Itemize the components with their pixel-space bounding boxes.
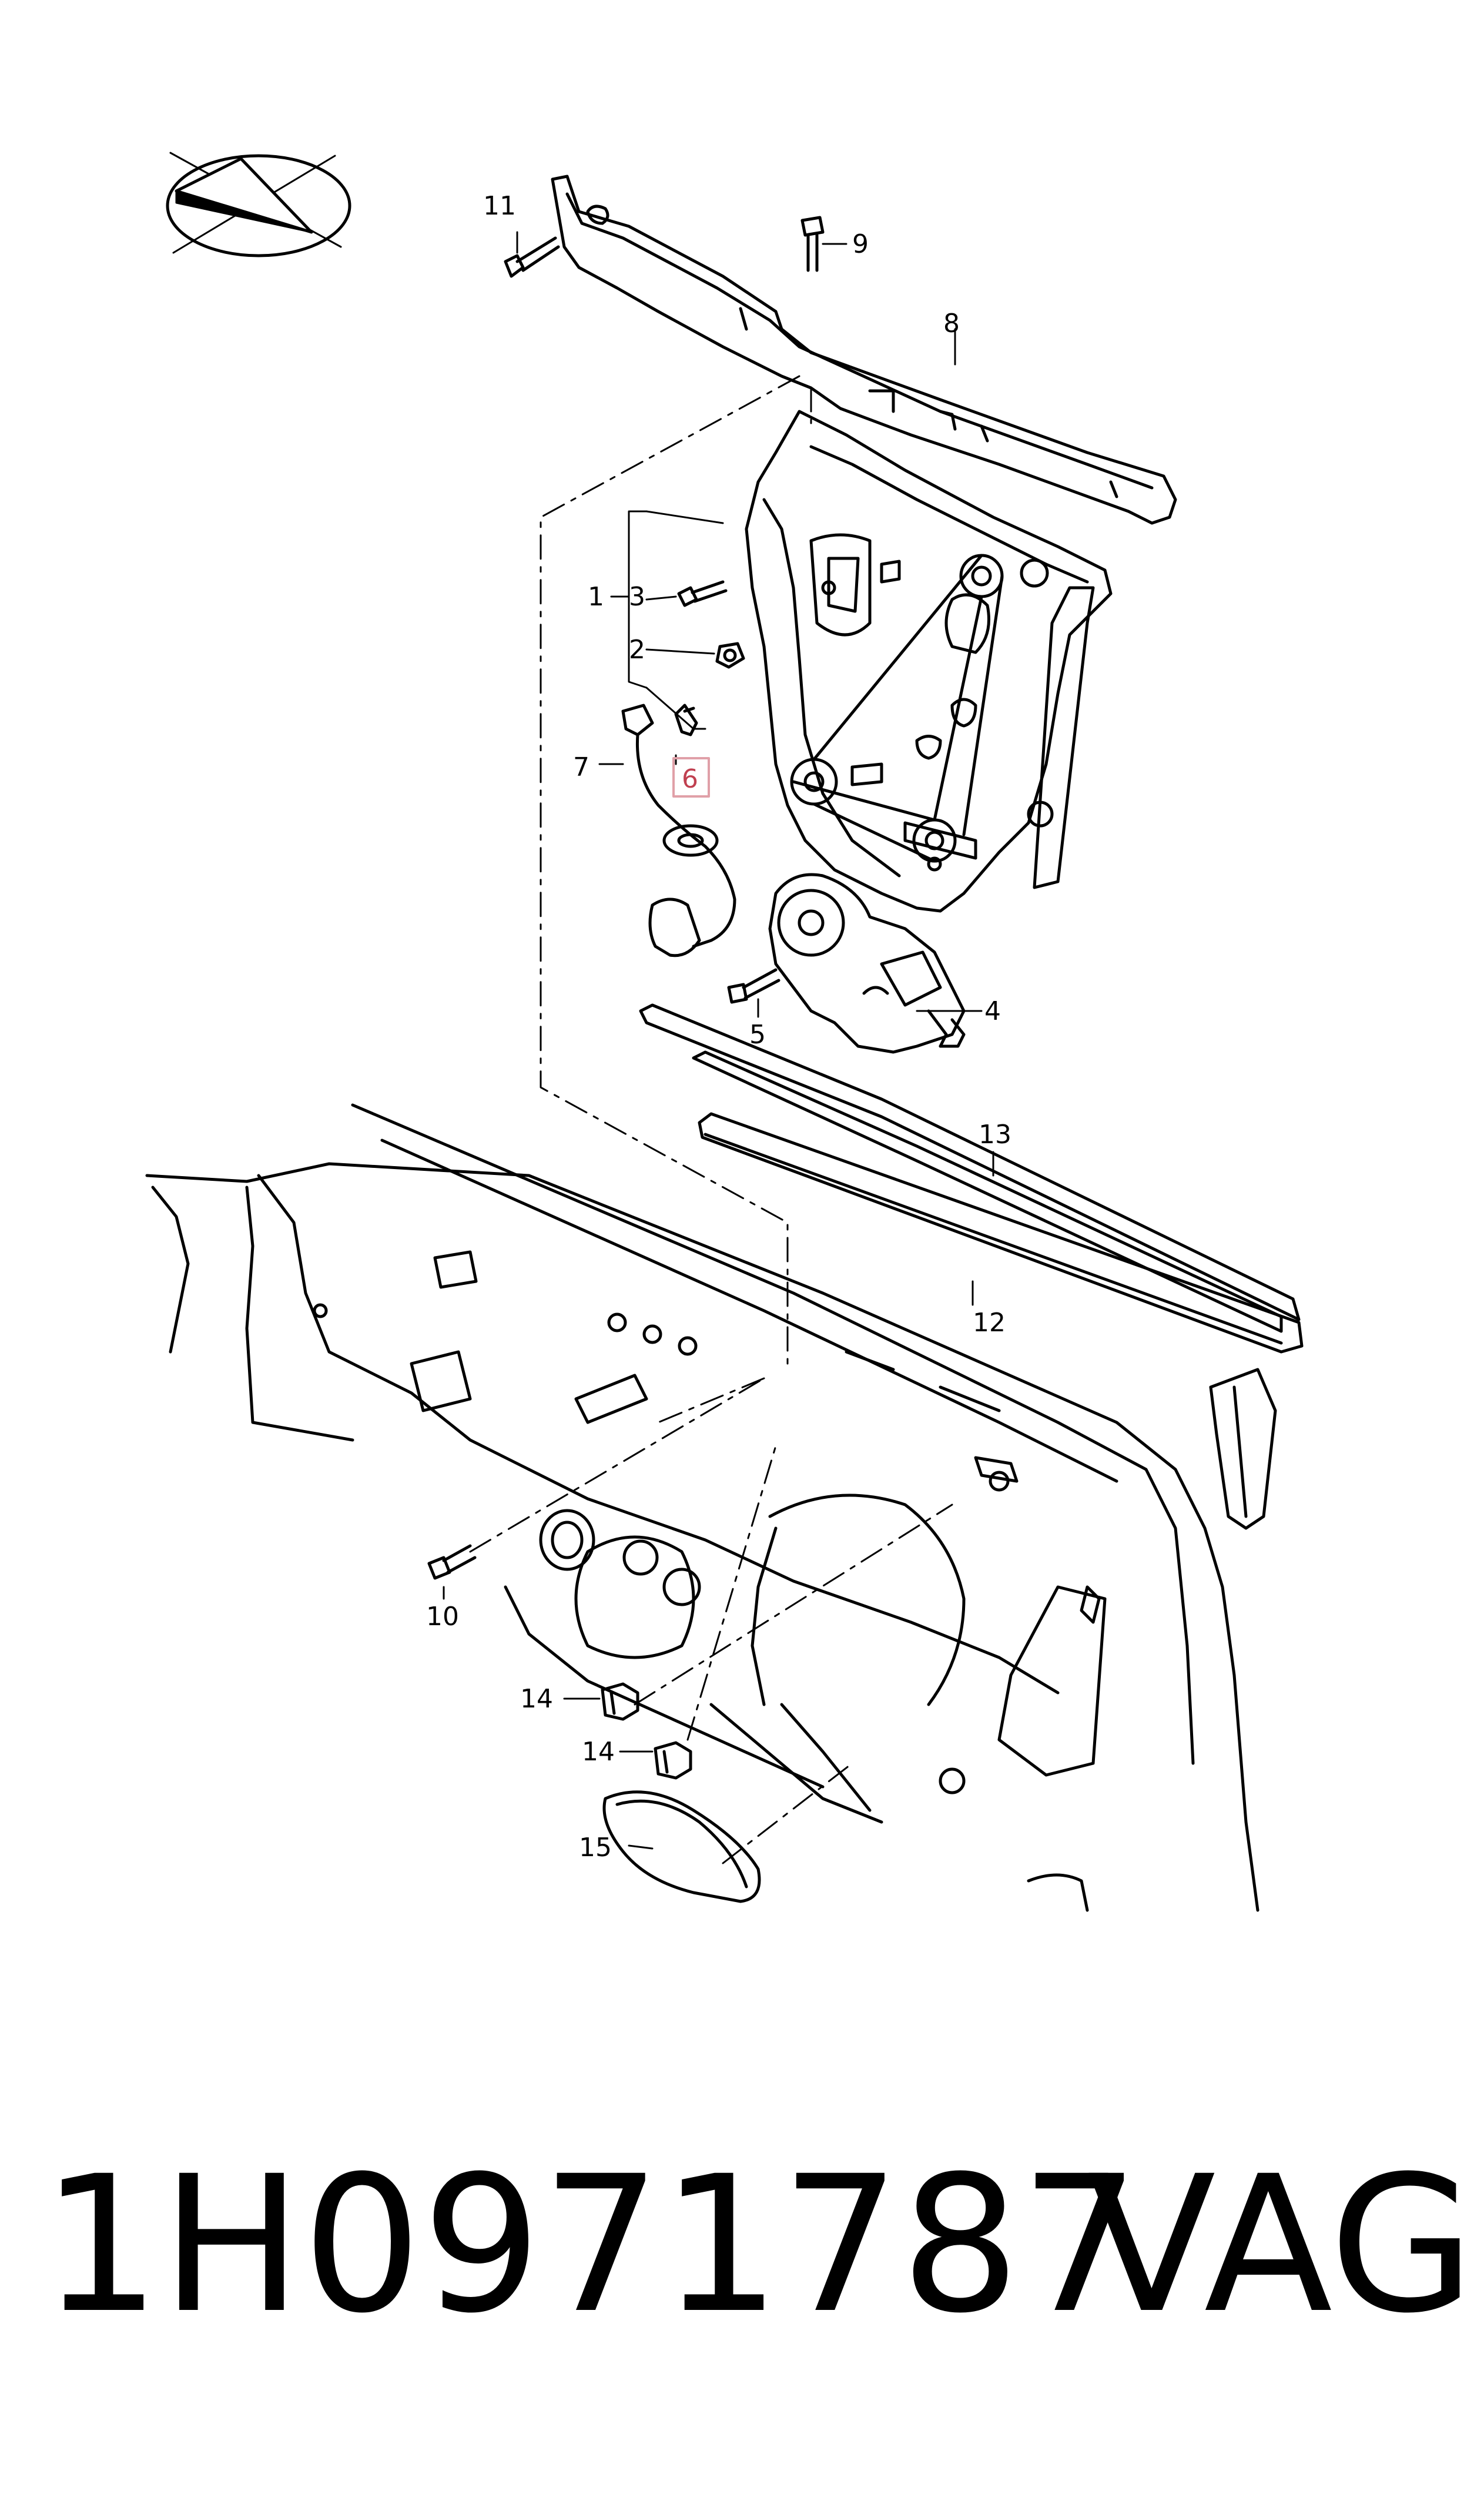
plug-icon <box>601 1682 692 1780</box>
callout-label-8[interactable]: 8 <box>943 309 960 339</box>
highlight-box <box>672 757 710 798</box>
window-guide-rail <box>551 175 1177 525</box>
callout-label-13[interactable]: 13 <box>979 1120 1011 1150</box>
callout-label-15[interactable]: 15 <box>579 1833 612 1863</box>
callout-label-3[interactable]: 3 <box>629 582 645 612</box>
callout-leaders <box>443 231 994 1850</box>
direction-indicator-icon <box>166 152 351 257</box>
callout-label-14a[interactable]: 14 <box>520 1684 553 1714</box>
cover-cap-icon <box>602 1790 761 1903</box>
callout-label-7[interactable]: 7 <box>573 752 589 782</box>
assembly-guide-lines <box>469 375 953 1864</box>
wiring-harness <box>621 704 736 957</box>
window-regulator-assembly <box>745 410 1113 913</box>
door-inner-panel <box>145 1103 1259 1912</box>
callout-label-2[interactable]: 2 <box>629 635 645 665</box>
callout-label-4[interactable]: 4 <box>984 996 1001 1026</box>
bolt-icon <box>427 216 825 1580</box>
callout-label-6[interactable]: 6 <box>682 764 698 794</box>
callout-label-1[interactable]: 1 <box>588 582 604 612</box>
callout-label-5[interactable]: 5 <box>749 1020 766 1050</box>
window-regulator-motor <box>768 873 966 1054</box>
callout-label-9[interactable]: 9 <box>852 229 869 259</box>
callout-label-10[interactable]: 10 <box>426 1602 459 1632</box>
part-number: 1H0971787 <box>41 2136 1140 2355</box>
window-seal-strip <box>639 1003 1304 1530</box>
callout-label-12[interactable]: 12 <box>973 1308 1006 1338</box>
callout-label-11[interactable]: 11 <box>483 191 516 221</box>
clip-icon <box>674 704 698 736</box>
callout-label-14b[interactable]: 14 <box>582 1737 615 1767</box>
brand-label: VAG <box>1087 2136 1475 2355</box>
